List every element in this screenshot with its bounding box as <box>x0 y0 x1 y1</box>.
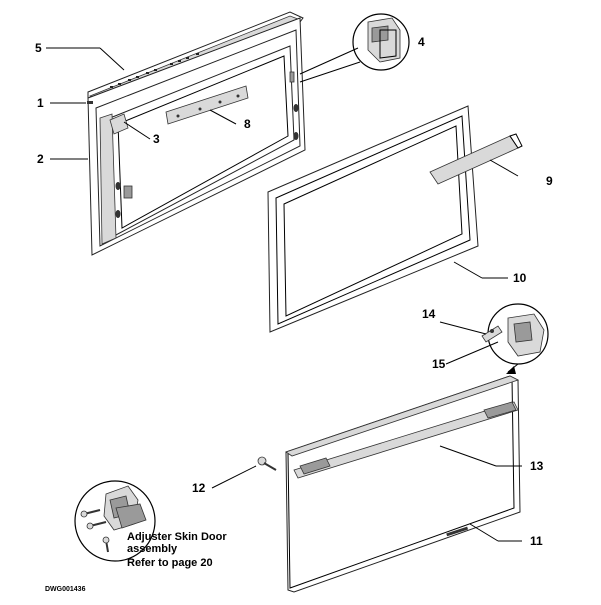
callout-3: 3 <box>153 132 160 146</box>
callout-numbers: 5 4 1 8 3 2 9 10 14 15 13 12 11 <box>35 35 553 548</box>
callout-2: 2 <box>37 152 44 166</box>
callout-14: 14 <box>422 307 436 321</box>
note-line-3: Refer to page 20 <box>127 557 213 569</box>
callout-5: 5 <box>35 41 42 55</box>
callout-11: 11 <box>530 534 543 548</box>
callout-9: 9 <box>546 174 553 188</box>
note-line-2: assembly <box>127 543 178 555</box>
door-gasket-frame <box>267 105 479 333</box>
screw-12 <box>257 456 277 471</box>
callout-15: 15 <box>432 357 446 371</box>
callout-1: 1 <box>37 96 44 110</box>
adjuster-note: Adjuster Skin Door assembly Refer to pag… <box>127 531 227 569</box>
drawing-number: DWG001436 <box>45 586 86 593</box>
callout-10: 10 <box>513 271 527 285</box>
handle-insert <box>429 133 523 185</box>
bracket-detail-callout <box>481 303 549 374</box>
outer-door-panel <box>285 375 521 593</box>
note-line-1: Adjuster Skin Door <box>127 531 227 543</box>
callout-13: 13 <box>530 459 544 473</box>
callout-4: 4 <box>418 35 425 49</box>
callout-12: 12 <box>192 481 206 495</box>
leader-lines <box>46 47 522 542</box>
latch-detail-callout <box>299 13 410 83</box>
callout-8: 8 <box>244 117 251 131</box>
drawer-frame-assembly <box>87 11 306 256</box>
adjuster-detail-callout <box>74 480 156 562</box>
